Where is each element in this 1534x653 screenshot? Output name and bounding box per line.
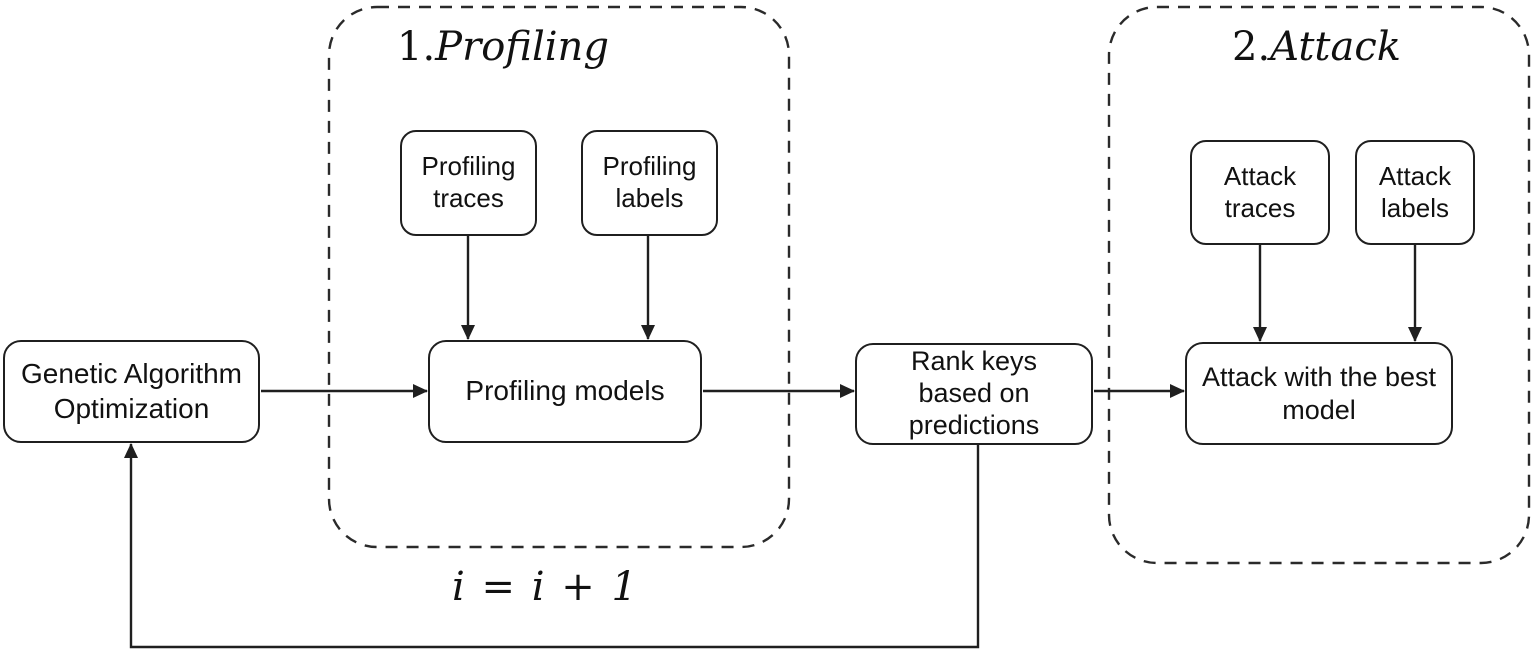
node-profiling-models-label: Profiling models [465, 375, 665, 407]
node-profiling-traces-label: Profiling traces [421, 151, 516, 213]
attack-group-number: 2. [1232, 24, 1271, 70]
node-genetic-label: Genetic Algorithm Optimization [21, 358, 242, 424]
node-genetic-algorithm-optimization: Genetic Algorithm Optimization [3, 340, 260, 443]
attack-group-name: Attack [1270, 24, 1401, 70]
node-rank-keys-label: Rank keys based on predictions [908, 346, 1040, 440]
node-profiling-labels: Profiling labels [581, 130, 718, 236]
node-attack-model-label: Attack with the best model [1201, 361, 1437, 425]
node-attack-labels-label: Attack labels [1378, 160, 1452, 223]
node-profiling-models: Profiling models [428, 340, 702, 443]
node-profiling-traces: Profiling traces [400, 130, 537, 236]
profiling-group-title: 1.Profiling [397, 24, 609, 70]
node-profiling-labels-label: Profiling labels [602, 151, 697, 213]
node-rank-keys: Rank keys based on predictions [855, 343, 1093, 445]
attack-group-border [1107, 5, 1531, 565]
profiling-group-name: Profiling [435, 24, 609, 70]
profiling-group-number: 1. [397, 24, 436, 70]
edge-feedback-loop [124, 443, 980, 649]
node-attack-traces-label: Attack traces [1223, 160, 1297, 223]
attack-group-title: 2.Attack [1232, 24, 1401, 70]
profiling-group-border [327, 5, 791, 549]
node-attack-labels: Attack labels [1355, 140, 1475, 245]
node-attack-traces: Attack traces [1190, 140, 1330, 245]
node-attack-with-best-model: Attack with the best model [1185, 342, 1453, 445]
iteration-equation: i = i + 1 [452, 564, 639, 610]
